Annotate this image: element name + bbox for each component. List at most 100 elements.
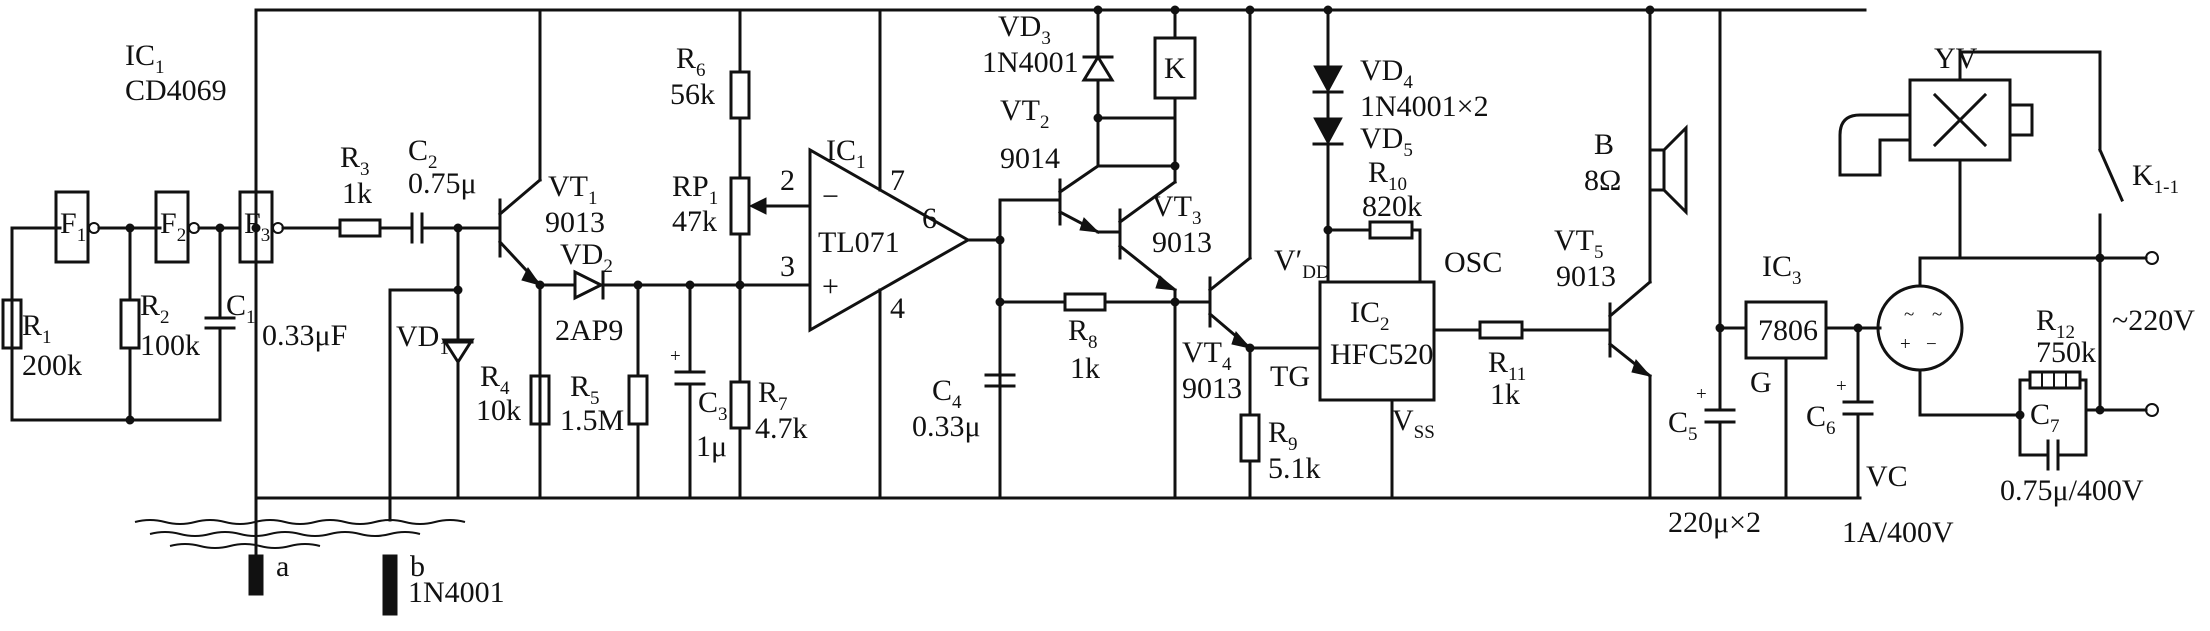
svg-text:10k: 10k [476, 394, 521, 427]
svg-text:YV: YV [1934, 42, 1978, 75]
svg-text:+: + [1836, 376, 1847, 397]
svg-text:R4: R4 [480, 360, 510, 399]
svg-text:1k: 1k [342, 177, 372, 210]
potentiometer-rp1 [729, 176, 751, 236]
svg-text:VD4: VD4 [1360, 54, 1413, 93]
svg-text:VD2: VD2 [560, 238, 613, 277]
svg-text:G: G [1750, 366, 1772, 399]
svg-text:C4: C4 [932, 374, 962, 413]
svg-text:1k: 1k [1490, 378, 1520, 411]
resistor-r3 [338, 218, 382, 238]
svg-text:VT3: VT3 [1152, 190, 1202, 229]
svg-text:VD5: VD5 [1360, 122, 1413, 161]
svg-text:1N4001×2: 1N4001×2 [1360, 90, 1489, 123]
svg-text:C2: C2 [408, 134, 438, 173]
svg-text:220μ×2: 220μ×2 [1668, 506, 1761, 539]
power-rails [254, 8, 1867, 500]
resistor-r2 [119, 298, 141, 350]
resistor-r7 [729, 380, 751, 430]
svg-text:R12: R12 [2036, 304, 2075, 343]
bias-divider [729, 8, 812, 500]
resistor-r10 [1368, 220, 1414, 240]
svg-text:R9: R9 [1268, 416, 1298, 455]
svg-text:C6: C6 [1806, 400, 1836, 439]
resistor-r5 [627, 374, 649, 426]
svg-text:IC2: IC2 [1350, 296, 1390, 335]
ic2-hfc520 [1318, 280, 1436, 402]
gate-f2 [154, 190, 190, 264]
resistor-r6 [729, 70, 751, 120]
vt4-stage [1173, 5, 1322, 500]
probe-b [382, 554, 398, 616]
svg-text:C7: C7 [2030, 398, 2060, 437]
svg-text:TG: TG [1270, 360, 1310, 393]
svg-text:1N4001: 1N4001 [982, 46, 1079, 79]
svg-text:VD1: VD1 [396, 320, 449, 359]
ic2-group [1312, 5, 1612, 500]
svg-text:F2: F2 [160, 207, 186, 246]
gate-f1 [54, 190, 90, 264]
svg-text:5.1k: 5.1k [1268, 452, 1321, 485]
svg-text:+: + [670, 346, 681, 367]
svg-text:4.7k: 4.7k [755, 412, 808, 445]
svg-text:RP1: RP1 [672, 170, 718, 209]
svg-text:1k: 1k [1070, 352, 1100, 385]
svg-text:2: 2 [780, 164, 795, 197]
svg-text:9014: 9014 [1000, 142, 1060, 175]
svg-text:0.75μ/400V: 0.75μ/400V [2000, 474, 2144, 507]
svg-text:IC1: IC1 [125, 39, 165, 78]
svg-text:1N4001: 1N4001 [408, 576, 505, 609]
svg-text:R10: R10 [1368, 156, 1407, 195]
svg-text:a: a [276, 550, 289, 583]
svg-text:C1: C1 [226, 289, 256, 328]
svg-text:K1-1: K1-1 [2132, 159, 2179, 198]
svg-text:VT4: VT4 [1182, 336, 1232, 375]
svg-text:R1: R1 [22, 309, 52, 348]
inverter-chain [1, 190, 284, 425]
svg-text:1.5M: 1.5M [560, 404, 624, 437]
opamp-tl071 [808, 8, 1067, 500]
svg-text:VT2: VT2 [1000, 94, 1050, 133]
svg-text:VC: VC [1866, 460, 1908, 493]
svg-text:C3: C3 [698, 386, 728, 425]
svg-text:R3: R3 [340, 141, 370, 180]
gate-f3 [238, 190, 274, 264]
svg-text:R11: R11 [1488, 346, 1526, 385]
probe-a [248, 554, 264, 596]
resistor-r9 [1239, 413, 1261, 463]
resistor-r4 [529, 374, 551, 426]
svg-text:4: 4 [890, 292, 905, 325]
svg-text:IC1: IC1 [826, 134, 866, 173]
svg-text:+: + [822, 270, 839, 303]
svg-text:9013: 9013 [1556, 260, 1616, 293]
svg-text:R6: R6 [676, 42, 706, 81]
svg-text:~: ~ [1932, 304, 1942, 325]
svg-text:3: 3 [780, 250, 795, 283]
vt5-speaker [1607, 5, 1688, 500]
svg-text:0.75μ: 0.75μ [408, 167, 477, 200]
svg-text:OSC: OSC [1444, 246, 1502, 279]
svg-text:B: B [1594, 128, 1614, 161]
speaker-coil [1648, 148, 1666, 192]
svg-text:IC3: IC3 [1762, 250, 1802, 289]
svg-text:R8: R8 [1068, 314, 1098, 353]
svg-text:8Ω: 8Ω [1584, 164, 1621, 197]
power-supply: + + [1648, 8, 2159, 500]
svg-text:47k: 47k [672, 205, 717, 238]
svg-text:56k: 56k [670, 78, 715, 111]
resistor-r11 [1478, 320, 1524, 340]
svg-text:VT5: VT5 [1554, 224, 1604, 263]
svg-text:R5: R5 [570, 370, 600, 409]
svg-text:9013: 9013 [545, 206, 605, 239]
svg-text:9013: 9013 [1182, 372, 1242, 405]
svg-text:HFC520: HFC520 [1330, 338, 1433, 371]
darlington-stage [1057, 5, 1197, 500]
svg-text:F3: F3 [244, 207, 270, 246]
svg-text:7806: 7806 [1758, 314, 1818, 347]
svg-text:100k: 100k [140, 329, 200, 362]
svg-text:V′DD: V′DD [1274, 244, 1330, 283]
svg-text:9013: 9013 [1152, 226, 1212, 259]
svg-text:K: K [1164, 52, 1186, 85]
svg-text:2AP9: 2AP9 [555, 314, 623, 347]
